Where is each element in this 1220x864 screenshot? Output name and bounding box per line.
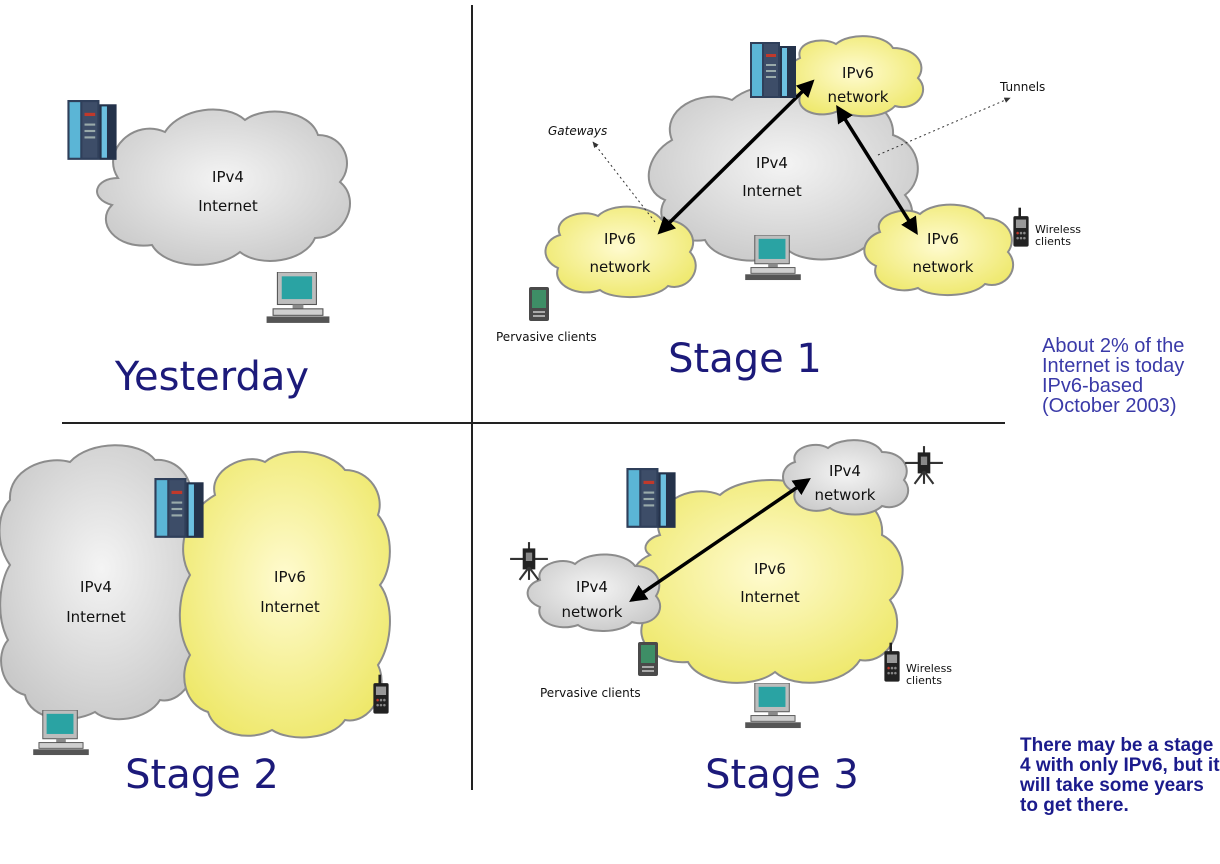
tunnels-pointer <box>877 97 1011 156</box>
cloud-label-line1: IPv4 <box>576 578 608 596</box>
quadrant-stage3: IPv6 Internet IPv4 network IPv4 network … <box>509 439 952 798</box>
cloud-label-line2: network <box>562 603 623 621</box>
server-icon <box>67 100 117 160</box>
cloud-label-line2: network <box>815 486 876 504</box>
quadrant-title: Yesterday <box>114 354 309 400</box>
ipv6-network-cloud <box>863 203 1015 297</box>
cloud-label-line1: IPv4 <box>212 168 244 186</box>
ipv4-internet-cloud <box>96 108 351 266</box>
pda-icon <box>638 642 658 676</box>
cloud-label-line1: IPv4 <box>756 154 788 172</box>
wireless-label-line2: clients <box>1035 235 1071 248</box>
cloud-label-line2: network <box>828 88 889 106</box>
wireless-label-line1: Wireless <box>906 662 952 675</box>
stage4-note-text: There may be a stage 4 with only IPv6, b… <box>1020 735 1220 816</box>
cloud-label-line2: Internet <box>740 588 800 606</box>
ipv6-share-note: About 2% of the Internet is today IPv6-b… <box>1042 335 1185 417</box>
cloud-label-line2: Internet <box>260 598 320 616</box>
cloud-label-line1: IPv4 <box>80 578 112 596</box>
tunnel-arrow <box>657 79 815 235</box>
cloud-label-line1: IPv6 <box>274 568 306 586</box>
quadrant-stage2: IPv4 Internet IPv6 Internet Stage 2 <box>0 444 391 798</box>
tunnel-arrow <box>836 105 918 235</box>
gateways-label: Gateways <box>548 124 607 138</box>
pervasive-label: Pervasive clients <box>496 330 597 344</box>
cloud-label-line1: IPv4 <box>829 462 861 480</box>
tunnels-label: Tunnels <box>999 80 1045 94</box>
server-icon <box>626 468 676 528</box>
quadrant-title: Stage 2 <box>125 752 279 798</box>
pda-icon <box>529 287 549 321</box>
wireless-label-line2: clients <box>906 674 942 687</box>
antenna-icon <box>904 445 944 485</box>
wireless-device-icon <box>1013 207 1029 247</box>
cloud-label-line2: network <box>913 258 974 276</box>
wireless-label-line1: Wireless <box>1035 223 1081 236</box>
quadrant-stage1: IPv4 Internet IPv6 network IPv6 network … <box>496 35 1081 382</box>
cloud-label-line1: IPv6 <box>754 560 786 578</box>
cloud-label-line1: IPv6 <box>842 64 874 82</box>
cloud-label-line2: Internet <box>66 608 126 626</box>
server-icon <box>154 478 204 538</box>
quadrant-title: Stage 3 <box>705 752 859 798</box>
pervasive-label: Pervasive clients <box>540 686 641 700</box>
ipv4-network-cloud <box>526 553 662 632</box>
cloud-label-line1: IPv6 <box>927 230 959 248</box>
cloud-label-line2: network <box>590 258 651 276</box>
computer-icon <box>266 272 330 324</box>
quadrant-yesterday: IPv4 Internet Yesterday <box>67 100 351 400</box>
gateways-pointer <box>592 141 656 223</box>
ipv6-internet-cloud <box>178 450 391 739</box>
stage4-note: There may be a stage 4 with only IPv6, b… <box>1020 736 1220 816</box>
tunnel-arrow <box>629 478 811 602</box>
quadrant-title: Stage 1 <box>668 336 822 382</box>
cloud-label-line2: Internet <box>198 197 258 215</box>
cloud-label-line1: IPv6 <box>604 230 636 248</box>
computer-icon <box>744 683 802 729</box>
cloud-label-line2: Internet <box>742 182 802 200</box>
server-icon <box>750 42 796 98</box>
